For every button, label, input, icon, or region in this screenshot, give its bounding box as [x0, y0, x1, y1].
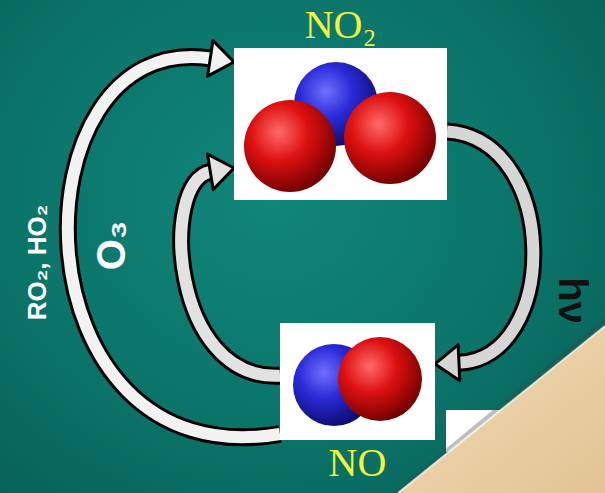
reaction-label: O₃	[89, 220, 134, 270]
atom-sphere	[244, 100, 336, 192]
molecule-model	[234, 48, 447, 200]
atom-sphere	[338, 337, 422, 421]
molecule-box	[280, 323, 435, 440]
molecule-node: NO	[280, 323, 435, 486]
curved-arrow	[435, 132, 533, 381]
formula-label: NO₂	[234, 2, 447, 48]
reaction-label: RO₂, HO₂	[23, 204, 54, 320]
molecule-node: NO₂	[234, 2, 447, 200]
atom-sphere	[344, 92, 436, 184]
molecule-model	[280, 323, 435, 440]
formula-label: NO	[280, 440, 435, 486]
reaction-label: hν	[550, 277, 595, 324]
molecule-box	[234, 48, 447, 200]
